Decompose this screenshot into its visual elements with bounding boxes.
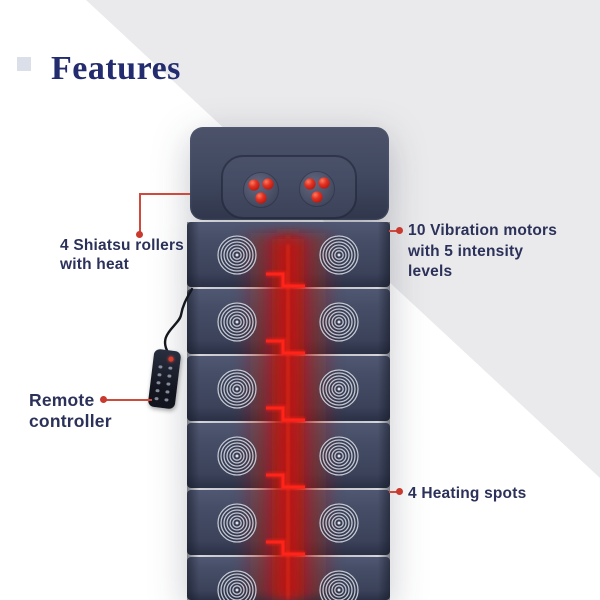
pillow-section — [190, 127, 389, 220]
vibration-motor-icon — [217, 570, 257, 600]
remote-button-icon — [168, 366, 173, 370]
shiatsu-roller-group-icon — [299, 171, 335, 207]
remote-button-icon — [154, 396, 159, 401]
vibration-motor-icon — [319, 570, 359, 600]
vibration-motor-icon — [217, 302, 257, 342]
remote-button-icon — [156, 381, 161, 385]
remote-button-icon — [158, 365, 163, 369]
connector-heating-dot — [396, 488, 403, 495]
heating-element-icon — [266, 405, 305, 423]
vibration-motor-icon — [319, 302, 359, 342]
connector-remote-dot — [100, 396, 107, 403]
vibration-motor-icon — [319, 369, 359, 409]
vibration-motor-icon — [217, 235, 257, 275]
vibration-motor-icon — [319, 235, 359, 275]
connector-vibration-dot — [396, 227, 403, 234]
title-accent-square — [17, 57, 31, 71]
connector-shiatsu-v — [139, 193, 141, 233]
heating-element-icon — [266, 271, 305, 289]
remote-button-icon — [155, 389, 160, 393]
page-title: Features — [51, 50, 181, 87]
label-heating-spots: 4 Heating spots — [408, 485, 527, 502]
remote-button-icon — [166, 382, 171, 386]
vibration-motor-icon — [217, 503, 257, 543]
remote-button-icon — [165, 390, 170, 394]
label-shiatsu-rollers: 4 Shiatsu rollers with heat — [60, 237, 185, 273]
connector-vibration-h — [389, 230, 397, 232]
vibration-motor-icon — [319, 436, 359, 476]
connector-shiatsu-h — [139, 193, 190, 195]
heating-element-icon — [266, 472, 305, 490]
vibration-motor-icon — [217, 436, 257, 476]
massage-mat-illustration — [187, 127, 390, 600]
heating-element-icon — [266, 338, 305, 356]
label-remote-controller: Remote controller — [29, 390, 112, 431]
remote-cable — [163, 287, 194, 356]
remote-button-icon — [167, 374, 172, 378]
vibration-motor-icon — [217, 369, 257, 409]
shiatsu-roller-group-icon — [243, 172, 279, 208]
connector-heating-h — [389, 491, 397, 493]
remote-button-icon — [157, 373, 162, 377]
heating-element-icon — [266, 539, 305, 557]
label-vibration-motors: 10 Vibration motors with 5 intensity lev… — [408, 222, 558, 280]
remote-controller — [147, 348, 182, 410]
remote-button-icon — [164, 398, 169, 402]
remote-led-icon — [168, 356, 174, 362]
connector-shiatsu-dot — [136, 231, 143, 238]
vibration-motor-icon — [319, 503, 359, 543]
connector-remote-h — [106, 399, 152, 401]
